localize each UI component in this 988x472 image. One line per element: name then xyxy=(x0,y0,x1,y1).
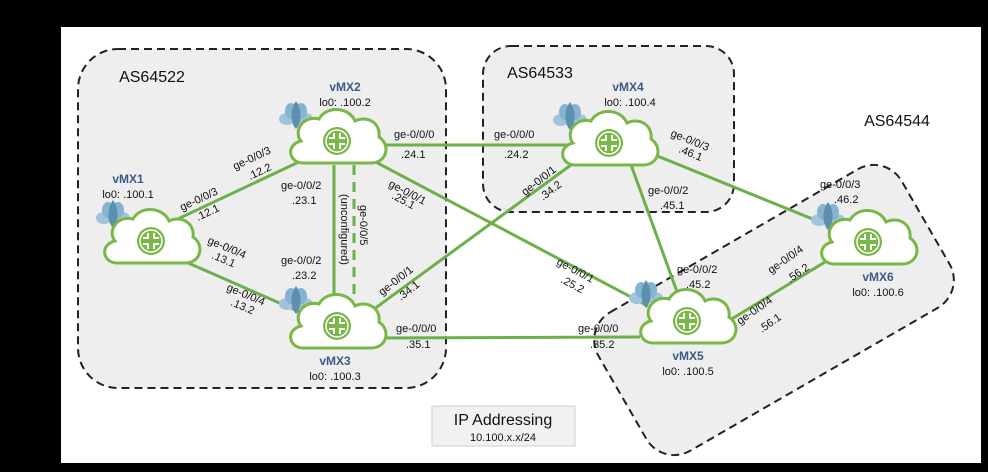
interface-label: ge-0/0/0 xyxy=(578,323,618,335)
vmx2-loopback: lo0: .100.2 xyxy=(319,97,370,109)
ip-label: .23.2 xyxy=(292,270,316,282)
link-vmx4-vmx6 xyxy=(654,153,821,224)
vmx2-name: vMX2 xyxy=(329,80,361,94)
link-vmx4-vmx5-labels: ge-0/0/2 .45.1 ge-0/0/2 .45.2 xyxy=(648,185,717,291)
link-vmx1-vmx3-labels: ge-0/0/4 .13.1 ge-0/0/4 .13.2 xyxy=(206,235,267,318)
link-vmx1-vmx3 xyxy=(169,253,301,314)
ip-label: .24.1 xyxy=(401,149,425,161)
unconfigured-note: (unconfigured) xyxy=(338,194,350,265)
router-vmx3[interactable]: vMX3 lo0: .100.3 xyxy=(279,286,388,383)
interface-label: ge-0/0/5 xyxy=(357,205,369,245)
vmx3-loopback: lo0: .100.3 xyxy=(309,371,360,383)
link-vmx4-vmx5 xyxy=(628,161,682,301)
links xyxy=(164,143,826,340)
as64544-label: AS64544 xyxy=(864,113,930,130)
vmx4-name: vMX4 xyxy=(612,80,644,94)
interface-label: ge-0/0/2 xyxy=(677,264,717,276)
link-vmx3-vmx5-labels: ge-0/0/0 .35.1 ge-0/0/0 .35.2 xyxy=(396,323,618,351)
legend-subnet: 10.100.x.x/24 xyxy=(470,432,536,444)
router-vmx4[interactable]: vMX4 lo0: .100.4 xyxy=(553,80,660,167)
router-vmx1[interactable]: vMX1 lo0: .100.1 xyxy=(96,172,202,265)
ip-label: .24.2 xyxy=(504,149,528,161)
legend-title: IP Addressing xyxy=(454,412,552,429)
ip-label: .35.2 xyxy=(590,339,614,351)
link-vmx3-vmx4 xyxy=(369,160,576,314)
ip-label: .46.2 xyxy=(834,194,858,206)
link-vmx2-vmx3-unconfigured-labels: (unconfigured) ge-0/0/5 xyxy=(338,194,369,265)
interface-label: ge-0/0/2 xyxy=(281,255,321,267)
link-vmx2-vmx3-labels: ge-0/0/2 .23.1 ge-0/0/2 .23.2 xyxy=(281,180,321,282)
interface-label: ge-0/0/0 xyxy=(494,129,534,141)
legend-box xyxy=(431,405,576,447)
as64533-label: AS64533 xyxy=(507,65,573,82)
interface-label: ge-0/0/3 xyxy=(820,179,860,191)
vmx5-name: vMX5 xyxy=(672,349,704,363)
interface-label: ge-0/0/2 xyxy=(648,185,688,197)
vmx1-loopback: lo0: .100.1 xyxy=(102,189,153,201)
as64522-label: AS64522 xyxy=(119,69,185,86)
ip-label: .45.1 xyxy=(660,200,684,212)
vmx1-name: vMX1 xyxy=(112,172,144,186)
router-vmx2[interactable]: vMX2 lo0: .100.2 xyxy=(279,80,388,165)
router-vmx5[interactable]: vMX5 lo0: .100.5 xyxy=(629,280,738,378)
vmx6-loopback: lo0: .100.6 xyxy=(852,287,903,299)
link-vmx2-vmx5 xyxy=(371,158,649,308)
ip-addressing-legend: IP Addressing 10.100.x.x/24 xyxy=(431,405,576,447)
vmx6-name: vMX6 xyxy=(862,270,894,284)
vmx4-loopback: lo0: .100.4 xyxy=(604,97,655,109)
ip-label: .35.1 xyxy=(406,339,430,351)
interface-label: ge-0/0/0 xyxy=(396,323,436,335)
ip-label: .45.2 xyxy=(686,279,710,291)
link-vmx5-vmx6 xyxy=(729,260,826,322)
link-vmx2-vmx4-labels: ge-0/0/0 .24.1 ge-0/0/0 .24.2 xyxy=(394,129,534,161)
interface-label: ge-0/0/2 xyxy=(281,180,321,192)
router-vmx6[interactable]: vMX6 lo0: .100.6 xyxy=(811,202,919,299)
link-vmx1-vmx2 xyxy=(164,158,304,227)
interface-label: ge-0/0/0 xyxy=(394,129,434,141)
ip-label: .23.1 xyxy=(292,195,316,207)
vmx3-name: vMX3 xyxy=(319,354,351,368)
vmx5-loopback: lo0: .100.5 xyxy=(662,366,713,378)
link-vmx3-vmx5 xyxy=(379,335,641,340)
